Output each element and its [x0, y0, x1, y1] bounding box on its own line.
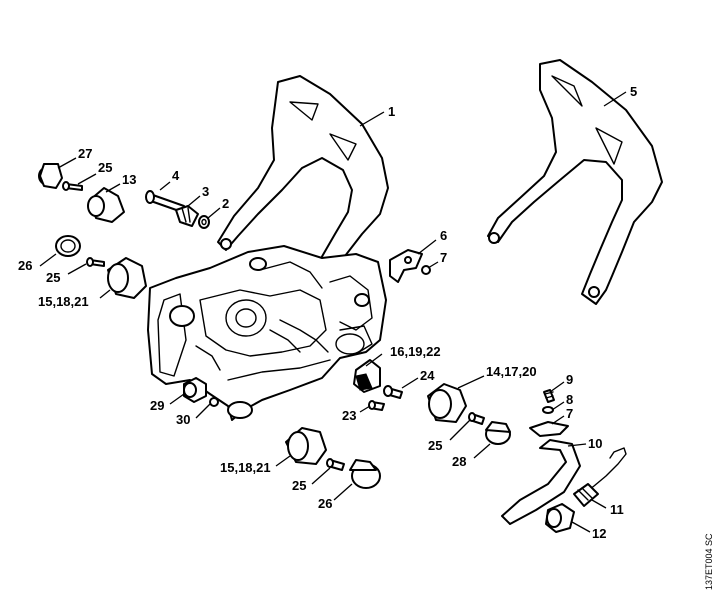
nut-7: [529, 421, 569, 437]
buffer-14: [427, 383, 467, 423]
buffer-15-lower: [285, 427, 327, 465]
screw-9: [543, 389, 555, 403]
cap-26-lower: [349, 459, 381, 489]
nut-30: [209, 397, 219, 407]
callout-25-right: 25: [428, 438, 442, 453]
callout-8: 8: [566, 392, 573, 407]
callout-12: 12: [592, 526, 606, 541]
callout-15-18-21-lower: 15,18,21: [220, 460, 271, 475]
callout-2: 2: [222, 196, 229, 211]
callout-15-18-21-left: 15,18,21: [38, 294, 89, 309]
spring-3: [175, 205, 199, 227]
cap-26-left: [55, 235, 81, 257]
cap-27: [38, 163, 63, 189]
sleeve-12: [545, 503, 575, 533]
callout-5: 5: [630, 84, 637, 99]
screw-25-right: [468, 412, 485, 425]
screw-25-upper: [62, 181, 83, 191]
callout-27: 27: [78, 146, 92, 161]
sleeve-29: [183, 377, 207, 403]
buffer-15-left: [107, 257, 147, 299]
washer-2: [198, 215, 210, 229]
buffer-13: [87, 187, 125, 223]
callout-25-left: 25: [46, 270, 60, 285]
callout-25-lower: 25: [292, 478, 306, 493]
callout-7-right: 7: [566, 406, 573, 421]
callout-14-17-20: 14,17,20: [486, 364, 537, 379]
callout-16-19-22: 16,19,22: [390, 344, 441, 359]
callout-28: 28: [452, 454, 466, 469]
callout-9: 9: [566, 372, 573, 387]
callout-23: 23: [342, 408, 356, 423]
callout-13: 13: [122, 172, 136, 187]
screw-25-left: [86, 257, 105, 267]
callout-25-upper: 25: [98, 160, 112, 175]
band-10: [501, 439, 581, 525]
spring-11: [573, 447, 627, 507]
callout-30: 30: [176, 412, 190, 427]
callout-26-lower: 26: [318, 496, 332, 511]
leader-lines: [39, 91, 627, 533]
callout-10: 10: [588, 436, 602, 451]
callout-29: 29: [150, 398, 164, 413]
screw-25-lower: [326, 458, 345, 471]
front-handle-assembled: [217, 75, 389, 297]
callout-11: 11: [610, 502, 624, 517]
washer-8: [542, 406, 554, 414]
plug-28: [485, 421, 511, 445]
screw-23: [368, 400, 385, 411]
callout-26-left: 26: [18, 258, 32, 273]
callout-24: 24: [420, 368, 435, 383]
front-handle: [487, 59, 663, 305]
callout-7-bracket: 7: [440, 250, 447, 265]
callout-3: 3: [202, 184, 209, 199]
callout-6: 6: [440, 228, 447, 243]
callout-1: 1: [388, 104, 395, 119]
buffer-16: [353, 359, 381, 393]
callout-4: 4: [172, 168, 180, 183]
crankcase-housing: [147, 245, 387, 421]
reference-code: 137ET004 SC: [704, 533, 714, 590]
screw-24: [383, 385, 403, 399]
callout-labels: 1 5 27 25 13 4 3 2 6 7 26 25 15,18,21 16…: [18, 84, 637, 541]
bracket: [389, 249, 431, 283]
